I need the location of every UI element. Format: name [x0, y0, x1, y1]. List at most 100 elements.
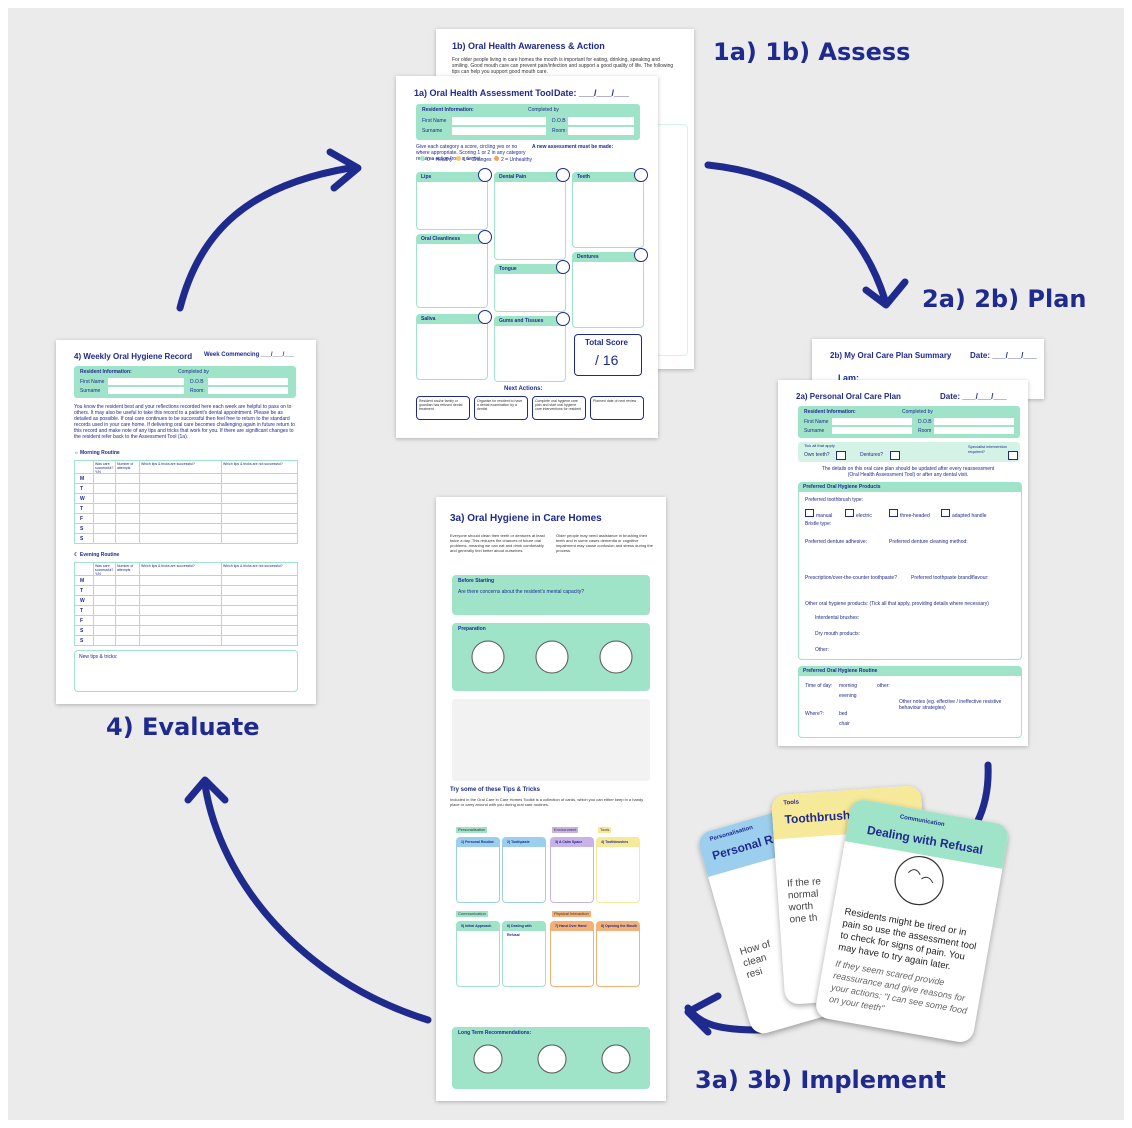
prescription-label: Prescription/over-the-counter toothpaste…	[805, 575, 897, 581]
other-notes-label: Other notes (eg. effective / ineffective…	[899, 699, 1002, 711]
card-dealing-with-refusal[interactable]: Communication Dealing with Refusal Resid…	[813, 797, 1011, 1045]
doc-1b-intro: For older people living in care homes th…	[452, 57, 674, 75]
doc-4-resident-box: Resident Information: Completed by First…	[74, 366, 296, 398]
specialist-label: Specialist intervention required?	[968, 444, 1007, 454]
table-column-header: Was care successful? Y/N	[95, 564, 114, 576]
doc-1a-firstname-label: First Name	[422, 118, 447, 124]
own-teeth-checkbox[interactable]	[836, 451, 846, 460]
score-circle-gums[interactable]	[556, 312, 570, 326]
brush-manual[interactable]: manual	[805, 509, 832, 519]
where-bed-label: bed	[839, 711, 848, 717]
tips-title: Try some of these Tips & Tricks	[450, 787, 540, 793]
table-day-label: S	[80, 536, 84, 542]
table-column-divider	[221, 563, 222, 645]
other-label: Other:	[815, 647, 829, 653]
table-row[interactable]: W	[75, 493, 297, 504]
table-row[interactable]: T	[75, 503, 297, 514]
total-score-value: / 16	[595, 352, 619, 368]
doc-4-dob-label: D.O.B	[190, 379, 204, 385]
category-tongue: Tongue	[494, 264, 566, 312]
total-score-label: Total Score	[585, 338, 628, 347]
doc-2a-date: Date: ___/___/___	[940, 392, 1007, 401]
tip-card-7: 7) Hand Over Hand	[550, 921, 594, 987]
table-row[interactable]: F	[75, 513, 297, 524]
preparation-box: Preparation	[452, 623, 650, 691]
before-starting-box: Before Starting Are there concerns about…	[452, 575, 650, 615]
table-row[interactable]: S	[75, 635, 297, 646]
long-term-label: Long Term Recommendations:	[458, 1030, 532, 1036]
table-row[interactable]: T	[75, 605, 297, 616]
doc-2a-firstname-label: First Name	[804, 419, 829, 425]
table-row[interactable]: T	[75, 585, 297, 596]
doc-1a-completed-label: Completed by	[528, 107, 559, 113]
score-circle-dentures[interactable]	[634, 248, 648, 262]
products-section: Preferred Oral Hygiene Products Preferre…	[798, 482, 1022, 660]
table-row[interactable]: F	[75, 615, 297, 626]
table-row[interactable]: S	[75, 625, 297, 636]
denture-adhesive-label: Preferred denture adhesive:	[805, 539, 867, 545]
table-day-label: S	[80, 638, 84, 644]
where-label: Where?:	[805, 711, 824, 717]
table-day-label: T	[80, 588, 84, 594]
doc-4-resident-label: Resident Information:	[80, 369, 132, 375]
own-teeth-label: Own teeth?	[804, 452, 830, 458]
next-action-dentist: Organise for resident to have a dental e…	[474, 396, 528, 420]
brush-adapted[interactable]: adapted handle	[941, 509, 986, 519]
time-of-day-label: Time of day:	[805, 683, 833, 689]
brush-three-headed[interactable]: three-headed	[889, 509, 930, 519]
card-toothbrush-text: If the re normal worth one th	[786, 876, 822, 926]
table-column-divider	[221, 461, 222, 543]
doc-2a-teeth-box: Tick all that apply Own teeth? Dentures?…	[798, 442, 1020, 462]
doc-1a-resident-box: Resident Information: Completed by First…	[416, 104, 640, 140]
doc-4-completed-label: Completed by	[178, 369, 209, 375]
doc-1a-legend-healthy: 0 = Healthy	[420, 156, 452, 163]
table-row[interactable]: M	[75, 575, 297, 586]
table-column-header: Was care successful? Y/N	[95, 462, 114, 474]
table-row[interactable]: T	[75, 483, 297, 494]
table-day-label: T	[80, 506, 84, 512]
toothpaste-brand-label: Preferred toothpaste brand/flavour:	[911, 575, 989, 581]
specialist-checkbox[interactable]	[1008, 451, 1018, 460]
table-row[interactable]: M	[75, 473, 297, 484]
mental-capacity-text: Are there concerns about the resident's …	[458, 589, 585, 595]
dentures-checkbox[interactable]	[890, 451, 900, 460]
table-day-label: S	[80, 628, 84, 634]
doc-4-surname-label: Surname	[80, 388, 101, 394]
time-other-label: other:	[877, 683, 890, 689]
evening-routine-label: ☾ Evening Routine	[74, 552, 120, 558]
brush-electric[interactable]: electric	[845, 509, 872, 519]
tip-card-1: 1) Personal Routine	[456, 837, 500, 903]
next-action-care-plan: Complete oral hygiene care plan and star…	[532, 396, 586, 420]
denture-cleaning-label: Preferred denture cleaning method:	[889, 539, 968, 545]
next-action-refused: Resident and/or family or guardian has r…	[416, 396, 470, 420]
table-day-label: S	[80, 526, 84, 532]
score-circle-saliva[interactable]	[478, 310, 492, 324]
tip-group-physical: Physical Interaction	[552, 911, 591, 917]
doc-2b-date: Date: ___/___/___	[970, 351, 1037, 360]
new-tips-label: New tips & tricks:	[79, 654, 118, 660]
category-gums-tissues: Gums and Tissues	[494, 316, 566, 382]
doc-1a-legend-unhealthy: 2 = Unhealthy	[494, 156, 532, 163]
score-circle-tongue[interactable]	[556, 260, 570, 274]
score-circle-teeth[interactable]	[634, 168, 648, 182]
table-day-label: M	[80, 578, 85, 584]
doc-2a-room-label: Room	[918, 428, 932, 434]
moon-icon: ☾	[74, 552, 80, 558]
tip-group-communication: Communication	[456, 911, 488, 917]
tip-card-5: 5) Initial Approach	[456, 921, 500, 987]
table-day-label: W	[80, 496, 85, 502]
score-circle-lips[interactable]	[478, 168, 492, 182]
new-tips-box: New tips & tricks:	[74, 650, 298, 692]
score-circle-dental-pain[interactable]	[556, 168, 570, 182]
doc-3a-title: 3a) Oral Hygiene in Care Homes	[450, 513, 602, 524]
table-row[interactable]: W	[75, 595, 297, 606]
score-circle-oral-cleanliness[interactable]	[478, 230, 492, 244]
tip-card-4: 4) Toothbrushes	[596, 837, 640, 903]
table-row[interactable]: S	[75, 533, 297, 544]
doc-1a-room-label: Room:	[552, 128, 567, 134]
doc-3a-intro-left: Everyone should clean their teeth or den…	[450, 533, 545, 553]
doc-3a-intro-right: Older people may need assistance in brus…	[556, 533, 653, 553]
where-chair-label: chair	[839, 721, 850, 727]
table-row[interactable]: S	[75, 523, 297, 534]
arrow-evaluate-to-assess	[176, 164, 354, 312]
